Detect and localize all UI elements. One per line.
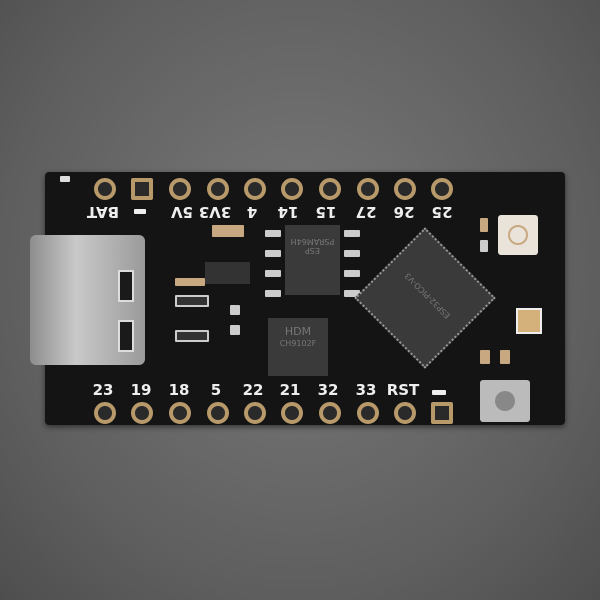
chip-pin [344,290,360,297]
silk-bar [432,390,446,395]
regulator [205,262,250,284]
silk-bar [134,209,146,214]
silk-label-33: 33 [355,381,377,399]
pad [319,402,341,424]
usb-slot [118,320,134,352]
pad-square [131,178,153,200]
silk-label-3v3: 3V3 [198,203,232,221]
silk-label-32: 32 [317,381,339,399]
chip-pin [265,270,281,277]
silk-label-bat: BAT [86,203,120,221]
silk-label-21: 21 [279,381,301,399]
resistor [175,330,209,342]
pad [169,178,191,200]
silk-label-22: 22 [242,381,264,399]
pad [207,402,229,424]
pad [94,402,116,424]
pad [94,178,116,200]
pad [207,178,229,200]
pad [431,178,453,200]
pad [394,402,416,424]
silk-label-15: 15 [315,203,337,221]
psram-marking: ESP PSRAM64H [290,237,335,255]
rgb-led [516,308,542,334]
silk-label-19: 19 [130,381,152,399]
chip-pin [265,250,281,257]
mcu-marking: ESP32-PICO-V3 [402,271,452,321]
capacitor [212,225,244,237]
pad [131,402,153,424]
pad [357,402,379,424]
silk-label-rst: RST [386,381,420,399]
chip-pin [344,250,360,257]
pad [244,402,266,424]
pad [394,178,416,200]
pad [357,178,379,200]
chip-pin [344,270,360,277]
resistor [175,295,209,307]
chip-pin [265,230,281,237]
status-led [60,176,70,182]
chip-pin [344,230,360,237]
smd-part [480,350,490,364]
button-cap [495,391,515,411]
usb-serial-logo: HDM [284,325,312,338]
reset-button [480,380,530,422]
capacitor [175,278,205,286]
ufl-ring [508,225,528,245]
smd-part [480,240,488,252]
silk-label-4: 4 [246,203,258,221]
silk-label-23: 23 [92,381,114,399]
silk-label-5v: 5V [170,203,194,221]
smd-part [230,325,240,335]
silk-label-27: 27 [355,203,377,221]
silk-label-5: 5 [210,381,222,399]
pad [244,178,266,200]
silk-label-14: 14 [277,203,299,221]
silk-label-18: 18 [168,381,190,399]
pad [281,402,303,424]
chip-pin [265,290,281,297]
pad [281,178,303,200]
silk-label-26: 26 [393,203,415,221]
psram-chip: ESP PSRAM64H [285,225,340,295]
smd-part [480,218,488,232]
silk-label-25: 25 [431,203,453,221]
smd-part [230,305,240,315]
usb-c-connector [30,235,145,365]
pad [169,402,191,424]
usb-slot [118,270,134,302]
smd-part [500,350,510,364]
pad-square [431,402,453,424]
pad [319,178,341,200]
usb-serial-marking: CH9102F [279,339,317,348]
usb-serial-chip: HDM CH9102F [268,318,328,376]
ufl-antenna-connector [498,215,538,255]
